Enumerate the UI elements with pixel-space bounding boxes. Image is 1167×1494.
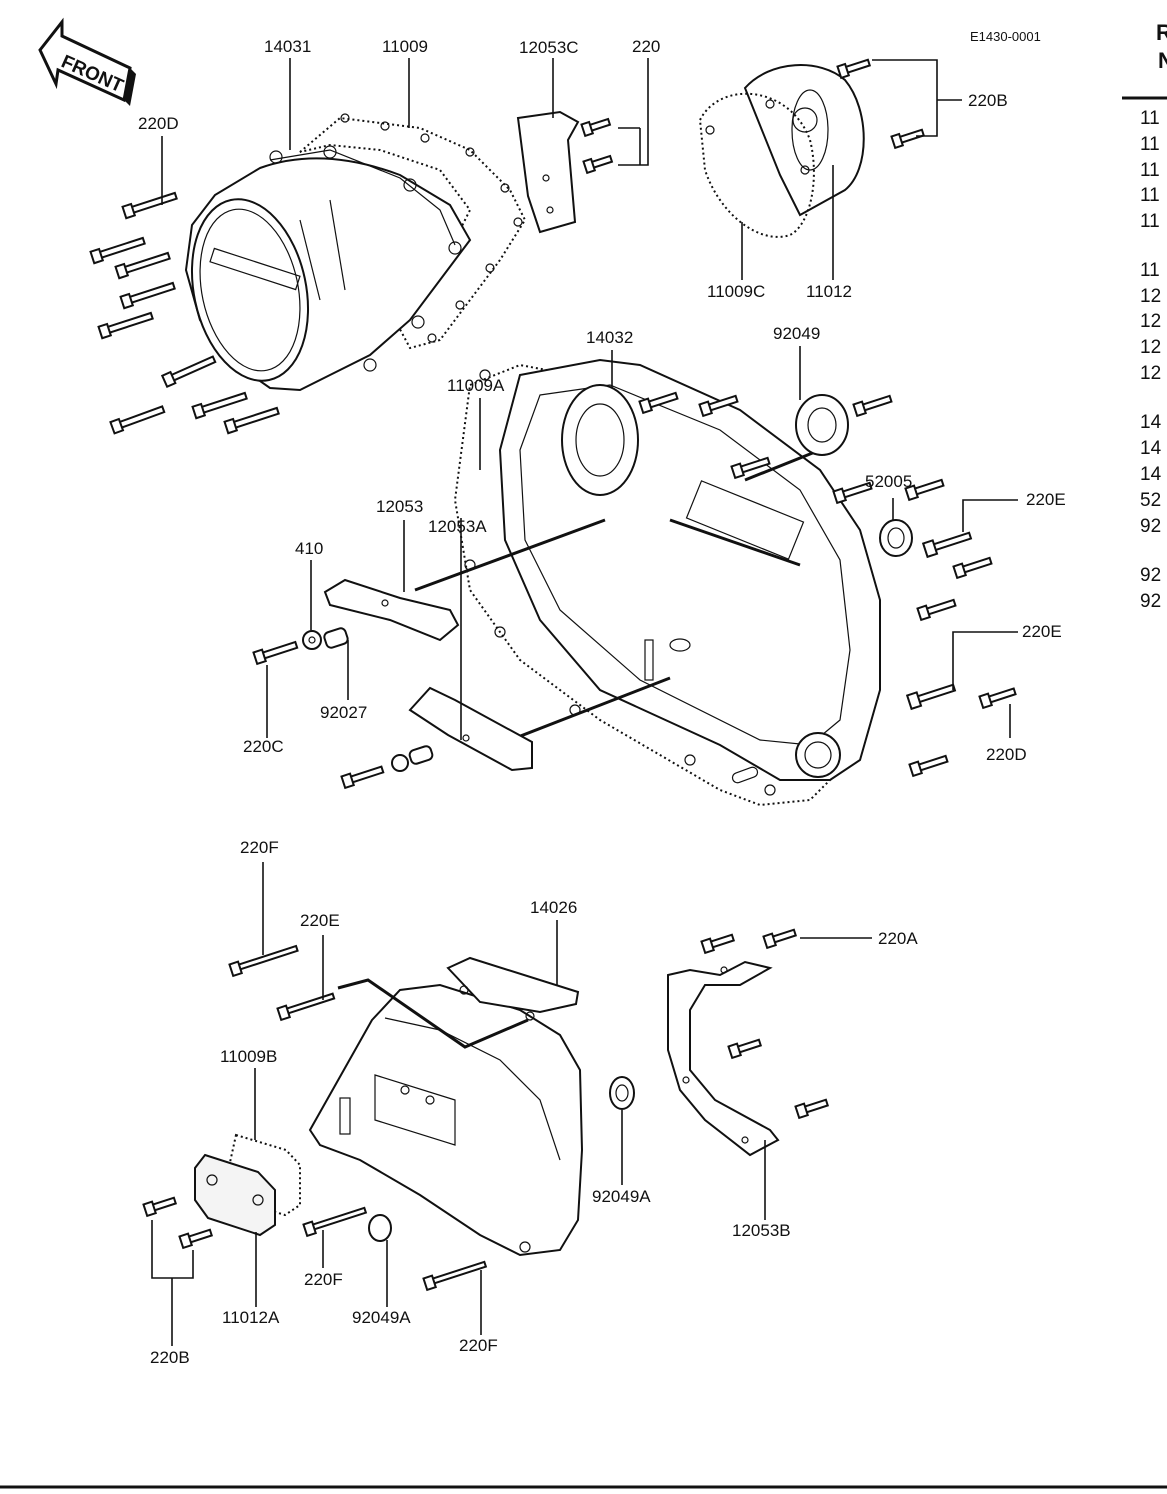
part-label: 12053B	[732, 1221, 791, 1240]
table-row: 52	[1140, 490, 1161, 511]
part-label: 92027	[320, 703, 367, 722]
gasket-11009C	[698, 92, 815, 238]
part-label: 14026	[530, 898, 577, 917]
table-row: 11	[1140, 185, 1160, 206]
table-row: 11	[1140, 160, 1160, 181]
guide-12053	[323, 578, 460, 642]
alignment-line	[504, 676, 671, 744]
table-row: 92	[1140, 565, 1161, 586]
part-label: 92049A	[592, 1187, 651, 1206]
generator-cover-gasket	[299, 113, 527, 350]
bolt-220C	[252, 640, 299, 666]
part-label: 220B	[968, 91, 1008, 110]
alignment-line	[744, 448, 821, 482]
bracket-12053C	[516, 110, 580, 234]
alignment-line	[414, 518, 606, 592]
table-row: 14	[1140, 438, 1162, 459]
part-label: 220F	[240, 838, 279, 857]
cover-11012	[743, 64, 865, 217]
table-row: 14	[1140, 412, 1162, 433]
gasket-11009B	[223, 1133, 301, 1217]
parts-table: R N 11 11 11 11 11 11 12 12 12 12 14 14 …	[1122, 20, 1167, 612]
guide-12053A-hardware	[340, 745, 434, 790]
part-label: 220A	[878, 929, 918, 948]
part-label: 12053	[376, 497, 423, 516]
table-header-ref: R	[1156, 20, 1167, 45]
washer-92049A-bottom	[368, 1214, 392, 1242]
collar-92027	[323, 627, 349, 649]
part-label: 11012	[806, 282, 852, 301]
part-label: 220B	[150, 1348, 190, 1367]
bracket-14026	[446, 956, 580, 1021]
alignment-line	[337, 978, 529, 1049]
bolts-220A	[700, 928, 830, 1120]
table-row: 11	[1140, 211, 1160, 232]
part-label: 11009A	[447, 376, 505, 395]
table-row: 12	[1140, 337, 1161, 358]
part-label: 220F	[304, 1270, 343, 1289]
bracket-12053B	[667, 960, 780, 1157]
table-row: 92	[1140, 591, 1161, 612]
diagram-code: E1430-0001	[970, 29, 1041, 44]
part-label: 11012A	[222, 1308, 280, 1327]
washer-410	[302, 630, 322, 650]
table-row: 12	[1140, 311, 1161, 332]
part-label: 220E	[1026, 490, 1066, 509]
part-label: 14032	[586, 328, 633, 347]
part-label: 220C	[243, 737, 284, 756]
table-row: 14	[1140, 464, 1162, 485]
part-label: 52005	[865, 472, 912, 491]
cover-bolts-left	[89, 191, 280, 435]
part-label: 11009B	[220, 1047, 277, 1066]
part-label: 220E	[300, 911, 340, 930]
oil-seal-92049	[795, 394, 849, 456]
guide-12053A	[408, 686, 533, 772]
part-label: 92049	[773, 324, 820, 343]
table-header-no: N	[1158, 48, 1167, 73]
part-label: 11009C	[707, 282, 765, 301]
table-row: 11	[1140, 260, 1160, 281]
bolts-220-top	[580, 117, 614, 175]
part-label: 92049A	[352, 1308, 411, 1327]
seal-92049A	[609, 1076, 635, 1110]
table-row: 11	[1140, 134, 1160, 155]
part-labels: 14031 11009 12053C 220 220B 220D 11009C …	[138, 37, 1066, 1367]
part-label: 220E	[1022, 622, 1062, 641]
bolts-220B-bottom	[142, 1196, 214, 1250]
main-cover-bolts	[638, 391, 1017, 778]
cover-11012A	[194, 1153, 276, 1237]
part-label: 14031	[264, 37, 311, 56]
part-label: 12053C	[519, 38, 579, 57]
part-label: 410	[295, 539, 323, 558]
generator-cover	[184, 145, 472, 392]
alignment-line	[669, 518, 801, 567]
part-label: 220D	[138, 114, 179, 133]
part-label: 220F	[459, 1336, 498, 1355]
table-row: 11	[1140, 108, 1160, 129]
part-label: 11009	[382, 37, 428, 56]
seal-52005	[879, 519, 913, 557]
leader-lines	[151, 58, 1018, 1346]
part-label: 12053A	[428, 517, 487, 536]
long-bolts-220F	[228, 944, 488, 1292]
part-label: 220D	[986, 745, 1027, 764]
bolts-220B-top	[836, 58, 926, 150]
table-row: 92	[1140, 516, 1161, 537]
table-row: 12	[1140, 286, 1161, 307]
table-row: 12	[1140, 363, 1161, 384]
part-label: 220	[632, 37, 660, 56]
front-arrow-icon: FRONT	[38, 17, 136, 106]
